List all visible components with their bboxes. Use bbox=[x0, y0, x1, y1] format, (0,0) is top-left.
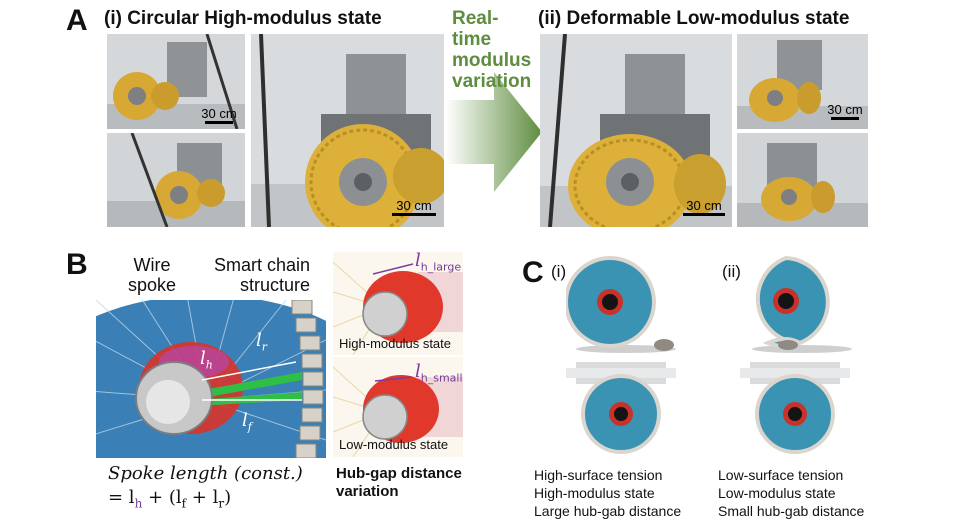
wheel-high-tension-side bbox=[566, 256, 676, 353]
scale-bar-1: 30 cm bbox=[199, 106, 239, 124]
lh-small-label: lh_small bbox=[415, 361, 463, 385]
formula-plus-l: + l bbox=[186, 487, 219, 508]
panel-c-left-caption: High-surface tension High-modulus state … bbox=[534, 466, 681, 520]
photo-low-modulus-small-bottom bbox=[737, 133, 868, 227]
lh-large-symbol: l bbox=[415, 252, 421, 271]
scale-bar-3-label: 30 cm bbox=[686, 198, 722, 213]
photo-high-modulus-small-top: 30 cm bbox=[107, 34, 245, 129]
smart-chain-label-line-2: structure bbox=[240, 275, 311, 295]
lf-label: lf bbox=[242, 410, 252, 434]
wheel-cross-section-diagram: lh lr lf bbox=[96, 300, 326, 458]
panel-c-right-caption: Low-surface tension Low-modulus state Sm… bbox=[718, 466, 864, 520]
low-modulus-hub-diagram: lh_small Low-modulus state bbox=[333, 357, 463, 457]
wire-spoke-label: Wire spoke bbox=[128, 255, 176, 295]
formula-line-2: = lh + (lf + lr) bbox=[108, 486, 303, 516]
panel-c-ii-label: (ii) bbox=[722, 262, 741, 281]
lh-small-subscript: h_small bbox=[420, 371, 463, 385]
photo-high-modulus-large: 30 cm bbox=[251, 34, 444, 227]
panel-c-letter: C bbox=[522, 256, 544, 289]
formula-subscript-f: f bbox=[181, 496, 187, 511]
scale-bar-2-label: 30 cm bbox=[396, 198, 432, 213]
wire-spoke-label-line-1: Wire bbox=[133, 255, 171, 275]
low-modulus-label: Low-modulus state bbox=[339, 437, 449, 452]
lh-large-subscript: h_large bbox=[420, 260, 462, 274]
scale-bar-2: 30 cm bbox=[386, 198, 442, 216]
left-caption-line-2: High-modulus state bbox=[534, 485, 655, 501]
formula-close-paren: ) bbox=[224, 487, 232, 508]
smart-chain-label: Smart chain structure bbox=[214, 255, 310, 295]
formula-line-1: Spoke length (const.) bbox=[108, 463, 303, 484]
state-1-title: (i) Circular High-modulus state bbox=[104, 8, 382, 29]
hub-gap-caption-line-2: variation bbox=[336, 483, 399, 500]
photo-low-modulus-large: 30 cm bbox=[540, 34, 732, 227]
right-caption-line-1: Low-surface tension bbox=[718, 467, 844, 483]
arrow-text-line-1: Real- bbox=[452, 8, 499, 29]
state-2-title: (ii) Deformable Low-modulus state bbox=[538, 8, 850, 29]
photo-low-modulus-small-top: 30 cm bbox=[737, 34, 868, 129]
hub-gap-caption: Hub-gap distance variation bbox=[336, 465, 462, 501]
arrow-text-line-4: variation bbox=[452, 71, 532, 92]
lf-symbol: l bbox=[242, 410, 248, 431]
arrow-text-line-3: modulus bbox=[452, 50, 532, 71]
lh-symbol: l bbox=[200, 348, 206, 369]
left-caption-line-3: Large hub-gab distance bbox=[534, 503, 682, 519]
panel-b-letter: B bbox=[66, 248, 88, 281]
scale-bar-3: 30 cm bbox=[678, 198, 730, 216]
lh-large-label: lh_large bbox=[415, 252, 461, 274]
scale-bar-1-label: 30 cm bbox=[201, 106, 237, 121]
lh-small-symbol: l bbox=[415, 361, 421, 382]
hub-gap-caption-line-1: Hub-gap distance bbox=[336, 465, 462, 482]
lr-label: lr bbox=[256, 330, 267, 354]
wheel-low-tension-front bbox=[740, 362, 850, 454]
high-modulus-hub-diagram: lh_large High-modulus state bbox=[333, 252, 463, 355]
formula-equals-l: = l bbox=[108, 487, 135, 508]
modulus-variation-arrow bbox=[446, 72, 542, 192]
photo-high-modulus-small-bottom bbox=[107, 133, 245, 227]
wheel-low-tension-side bbox=[752, 255, 852, 353]
right-caption-line-3: Small hub-gab distance bbox=[718, 503, 865, 519]
formula-subscript-h: h bbox=[134, 496, 143, 511]
lh-label: lh bbox=[200, 348, 213, 372]
panel-a-letter: A bbox=[66, 4, 88, 37]
arrow-text: Real- time modulus variation bbox=[452, 8, 531, 92]
panel-c-i-label: (i) bbox=[551, 262, 567, 281]
left-caption-line-1: High-surface tension bbox=[534, 467, 663, 483]
arrow-text-line-2: time bbox=[452, 29, 492, 50]
high-modulus-label: High-modulus state bbox=[339, 336, 451, 351]
smart-chain-label-line-1: Smart chain bbox=[214, 255, 311, 275]
lf-subscript: f bbox=[247, 420, 252, 434]
spoke-length-formula: Spoke length (const.) = lh + (lf + lr) bbox=[108, 462, 303, 516]
formula-subscript-r: r bbox=[218, 496, 225, 511]
wheel-high-tension-front bbox=[566, 362, 676, 454]
right-caption-line-2: Low-modulus state bbox=[718, 485, 836, 501]
wire-spoke-label-line-2: spoke bbox=[128, 275, 177, 295]
lr-symbol: l bbox=[256, 330, 262, 351]
lr-subscript: r bbox=[261, 340, 268, 354]
scale-bar-4-label: 30 cm bbox=[827, 102, 863, 117]
lh-subscript: h bbox=[205, 358, 213, 372]
formula-plus-paren: + (l bbox=[142, 487, 182, 508]
scale-bar-4: 30 cm bbox=[825, 102, 865, 120]
